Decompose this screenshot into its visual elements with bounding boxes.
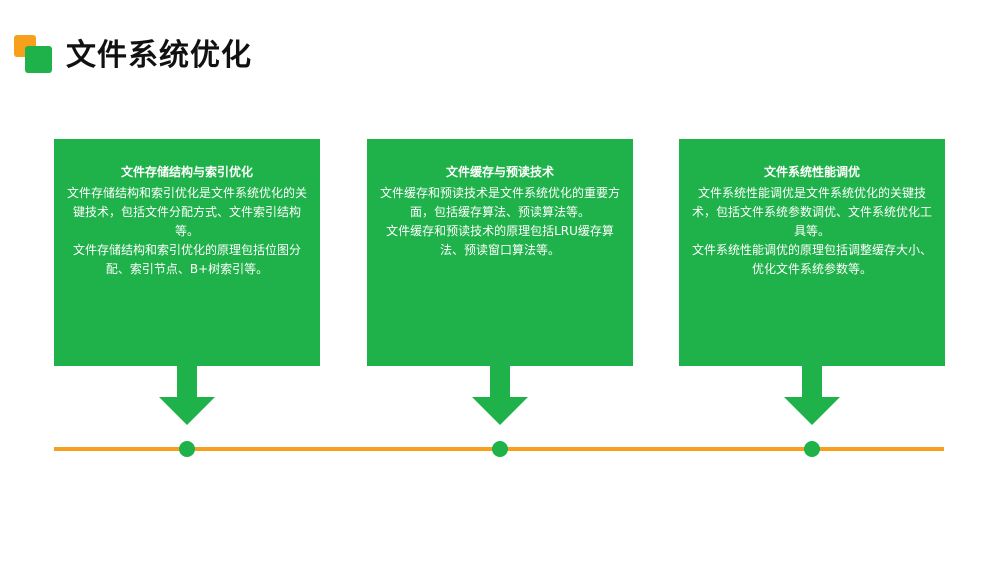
arrow-shaft (802, 366, 822, 398)
timeline-dot (804, 441, 820, 457)
card-body: 文件存储结构和索引优化是文件系统优化的关键技术，包括文件分配方式、文件索引结构等… (62, 184, 312, 279)
timeline-dot (492, 441, 508, 457)
arrow-shaft (177, 366, 197, 398)
card-paragraph: 文件缓存和预读技术的原理包括LRU缓存算法、预读窗口算法等。 (386, 224, 614, 257)
card-title: 文件缓存与预读技术 (445, 165, 554, 179)
card-paragraph: 文件缓存和预读技术是文件系统优化的重要方面，包括缓存算法、预读算法等。 (379, 186, 620, 219)
card-paragraph: 文件存储结构和索引优化的原理包括位图分配、索引节点、B+树索引等。 (72, 243, 301, 276)
timeline-dot (179, 441, 195, 457)
card-paragraph: 文件系统性能调优是文件系统优化的关键技术，包括文件系统参数调优、文件系统优化工具… (691, 186, 932, 238)
card-body: 文件系统性能调优是文件系统优化的关键技术，包括文件系统参数调优、文件系统优化工具… (687, 184, 937, 279)
arrow-down-icon (784, 366, 840, 426)
arrow-shaft (490, 366, 510, 398)
logo-green-square (25, 46, 52, 73)
card-paragraph: 文件存储结构和索引优化是文件系统优化的关键技术，包括文件分配方式、文件索引结构等… (66, 186, 307, 238)
card-title: 文件系统性能调优 (763, 165, 860, 179)
card-body: 文件缓存和预读技术是文件系统优化的重要方面，包括缓存算法、预读算法等。 文件缓存… (375, 184, 625, 260)
card-file-storage-index: 文件存储结构与索引优化 文件存储结构和索引优化是文件系统优化的关键技术，包括文件… (54, 139, 320, 366)
card-file-cache-prefetch: 文件缓存与预读技术 文件缓存和预读技术是文件系统优化的重要方面，包括缓存算法、预… (367, 139, 633, 366)
card-paragraph: 文件系统性能调优的原理包括调整缓存大小、优化文件系统参数等。 (691, 243, 932, 276)
arrow-head (159, 397, 215, 425)
card-fs-performance-tuning: 文件系统性能调优 文件系统性能调优是文件系统优化的关键技术，包括文件系统参数调优… (679, 139, 945, 366)
arrow-down-icon (159, 366, 215, 426)
arrow-head (472, 397, 528, 425)
card-title: 文件存储结构与索引优化 (120, 165, 253, 179)
page-title: 文件系统优化 (66, 38, 252, 73)
logo-icon (14, 35, 54, 73)
arrow-head (784, 397, 840, 425)
arrow-down-icon (472, 366, 528, 426)
